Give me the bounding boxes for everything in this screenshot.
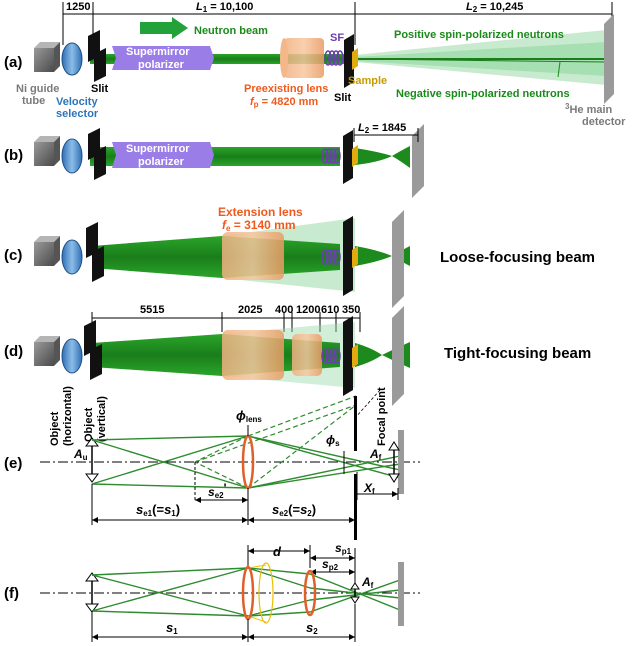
velocity-selector — [61, 42, 83, 76]
dim-350: 350 — [342, 304, 360, 316]
ni-guide-tube-b — [34, 142, 54, 166]
Af-label-f: Af — [361, 575, 374, 590]
negative-neutrons-label: Negative spin-polarized neutrons — [396, 88, 570, 100]
panel-b-label: (b) — [4, 147, 23, 164]
focal-point-label: Focal point — [376, 387, 388, 446]
ray-trace-e — [91, 435, 401, 489]
slit-e-top — [354, 396, 357, 451]
svg-text:polarizer: polarizer — [138, 156, 185, 168]
slit-left-label: Slit — [91, 83, 108, 95]
panel-a-label: (a) — [4, 54, 22, 71]
velocity-label-1: Velocity — [56, 96, 98, 108]
detector-c — [392, 210, 404, 308]
dim-L2: L2 = 10,245 — [466, 1, 523, 14]
se2-prime-label: se2' — [208, 481, 227, 500]
preexisting-lens-focal: fp = 4820 mm — [250, 96, 318, 109]
positive-neutrons-label: Positive spin-polarized neutrons — [394, 29, 564, 41]
main-beam — [90, 54, 350, 64]
loose-focusing-title: Loose-focusing beam — [440, 249, 595, 266]
slit-right-label: Slit — [334, 92, 351, 104]
detector-d — [392, 306, 404, 406]
extension-lens-label: Extension lens — [218, 205, 303, 219]
sf-coil-b — [321, 148, 341, 164]
preexisting-lens — [284, 38, 324, 78]
negative-beam-line — [354, 58, 607, 63]
he3-detector — [604, 14, 614, 104]
detector-f — [398, 562, 404, 626]
polarizer-label-1: Supermirror — [126, 46, 190, 58]
phi-lens-label: ϕlens — [236, 408, 262, 424]
s1-label: s1 — [166, 620, 178, 636]
d-label: d — [273, 544, 282, 559]
panel-e: (e) Au ϕlens — [4, 395, 420, 540]
panel-b: (b) Supermirror polarizer L2 = 1845 — [4, 122, 424, 198]
panel-e-label: (e) — [4, 455, 22, 472]
dim-L1: L1 = 10,100 — [196, 1, 253, 14]
sp1-label: sp1 — [335, 541, 352, 556]
object-vertical-label-2: (vertical) — [96, 396, 108, 442]
slit-plate-bottom — [94, 48, 106, 82]
spin-split-cone — [355, 30, 606, 85]
extension-lens-focal: fe = 3140 mm — [222, 218, 296, 233]
panel-f: (f) d sp1 sp2 — [4, 541, 420, 642]
se2-label: se2(=s2) — [272, 502, 316, 518]
velocity-selector-b — [61, 138, 83, 174]
supermirror-polarizer-b — [112, 142, 214, 168]
polarizer-label-2: polarizer — [138, 59, 185, 71]
sp2-label: sp2 — [322, 557, 339, 572]
detector-label-1: 3He main — [565, 102, 613, 116]
preexisting-lens-d — [292, 334, 322, 376]
s2-label: s2 — [306, 620, 318, 636]
se1-label: se1(=s1) — [136, 502, 180, 518]
Xf-label: Xf — [363, 481, 375, 496]
svg-text:Supermirror: Supermirror — [126, 143, 190, 155]
dim-L2-b: L2 = 1845 — [358, 122, 406, 135]
panel-f-label: (f) — [4, 585, 19, 602]
object-vertical-label-1: Object — [83, 407, 95, 442]
sf-label: SF — [330, 32, 344, 44]
sample — [352, 48, 358, 70]
supermirror-polarizer — [112, 46, 214, 70]
beam-c — [92, 236, 222, 278]
spin-flipper-coil — [324, 50, 344, 66]
sample-slit — [344, 34, 354, 88]
detector-b — [412, 124, 424, 198]
beam-direction-arrow — [140, 17, 188, 39]
Au-label: Au — [73, 447, 88, 462]
ray-trace-f — [91, 567, 401, 617]
beam-d — [92, 334, 222, 376]
panel-d: (d) 5515 2025 400 1200 610 350 — [4, 304, 591, 446]
detector-label-2: detector — [582, 116, 626, 128]
panel-a: (a) 1250 L1 = 10,100 L2 = 10,245 Neutron… — [4, 1, 626, 128]
object-horizontal-label-2: (horizontal) — [62, 386, 74, 446]
ni-guide-label-1: Ni guide — [16, 83, 59, 95]
panel-d-label: (d) — [4, 343, 23, 360]
extension-lens-c — [222, 232, 284, 280]
velocity-label-2: selector — [56, 108, 99, 120]
dim-2025: 2025 — [238, 304, 262, 316]
tight-focusing-title: Tight-focusing beam — [444, 345, 591, 362]
slit-e-bottom — [354, 474, 357, 540]
phi-s-label: ϕs — [326, 433, 340, 448]
dim-1200: 1200 — [296, 304, 320, 316]
preexisting-lens-label: Preexisting lens — [244, 83, 328, 95]
lens-f-2 — [303, 569, 317, 617]
dim-400: 400 — [275, 304, 293, 316]
neutron-beam-label: Neutron beam — [194, 25, 268, 37]
Af-label-e: Af — [369, 447, 382, 462]
sample-label: Sample — [348, 75, 387, 87]
dim-5515: 5515 — [140, 304, 164, 316]
panel-c-label: (c) — [4, 247, 22, 264]
ni-guide-tube — [34, 48, 54, 72]
dim-1250: 1250 — [66, 1, 90, 13]
object-horizontal-label-1: Object — [49, 411, 61, 446]
detector-e — [398, 430, 404, 494]
ni-guide-label-2: tube — [22, 95, 45, 107]
dim-610: 610 — [321, 304, 339, 316]
panel-c: (c) Extension lens fe = 3140 mm Loose-fo… — [4, 205, 595, 308]
extension-lens-d — [222, 330, 284, 380]
